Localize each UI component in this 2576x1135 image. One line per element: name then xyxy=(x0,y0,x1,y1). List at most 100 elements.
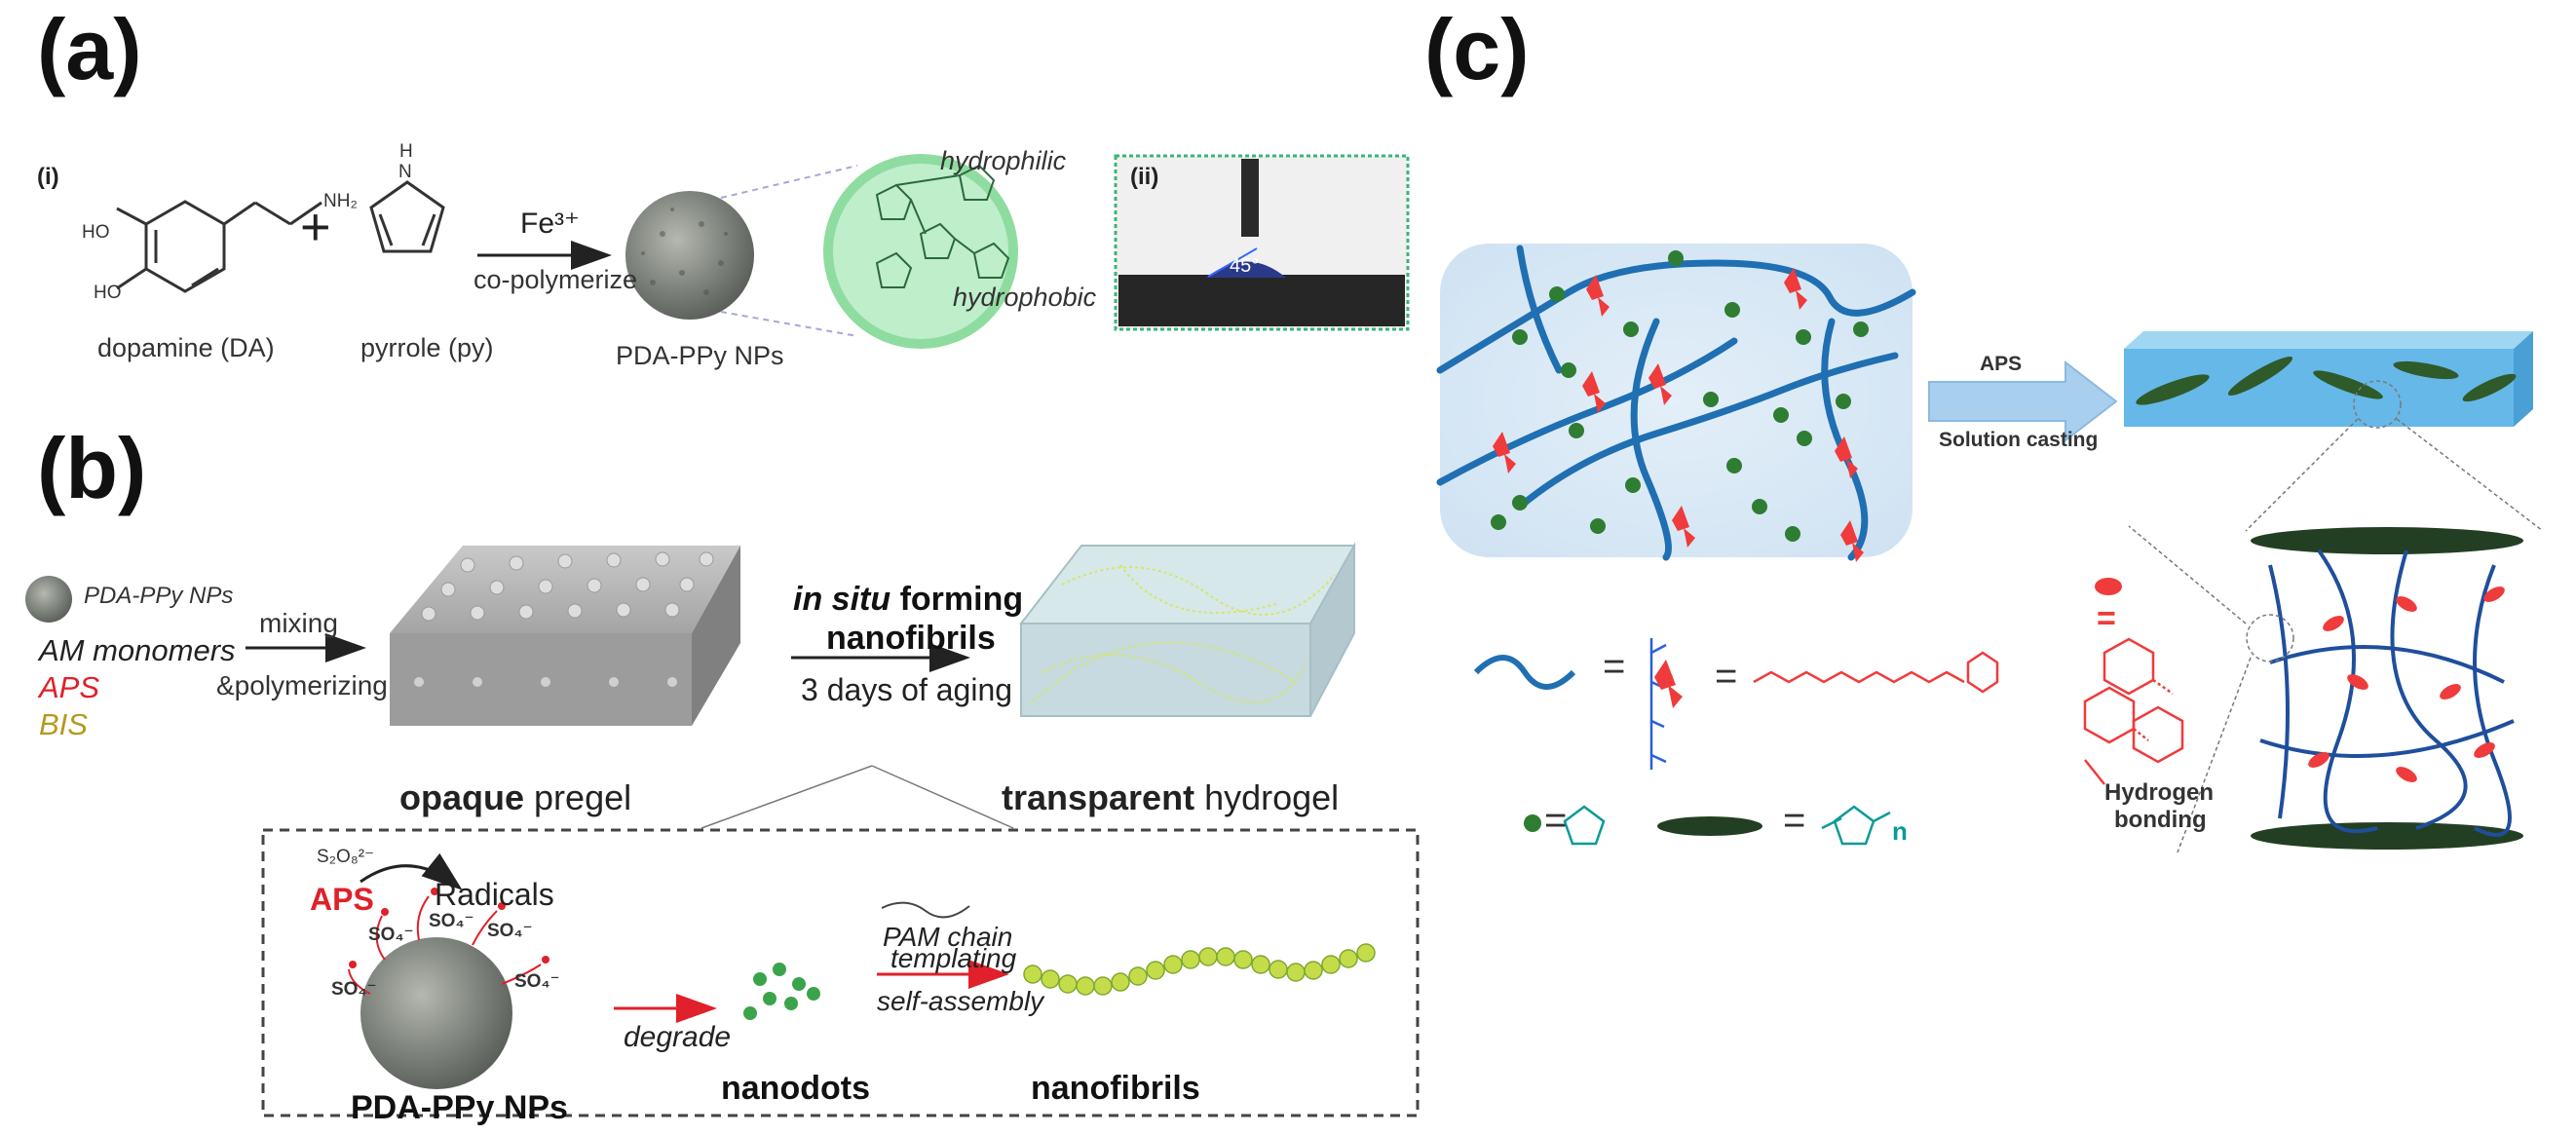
legend-blue-chain xyxy=(1473,655,1576,690)
radical-dots xyxy=(349,888,549,968)
film-fibrils xyxy=(2136,357,2517,405)
so4-label-1: SO₄⁻ xyxy=(429,911,474,931)
panel-b xyxy=(25,542,1420,1117)
so4-label-2: SO₄⁻ xyxy=(368,925,414,945)
fe-label: Fe³⁺ xyxy=(520,208,580,240)
nanofibrils-label: nanofibrils xyxy=(1031,1070,1200,1107)
legend-np-icon xyxy=(25,576,72,623)
so4-label-4: SO₄⁻ xyxy=(514,971,560,992)
mechanism-inset xyxy=(261,828,1420,1117)
templating-label: templating xyxy=(890,943,1017,973)
legend-green-dot xyxy=(1524,814,1541,832)
zoom-circle-top xyxy=(2353,380,2402,429)
pam-chain-label: PAM chain xyxy=(883,922,1013,952)
legend-np-label: PDA-PPy NPs xyxy=(84,583,234,609)
inner-np-sphere xyxy=(360,937,512,1089)
pam-chain xyxy=(881,901,970,919)
legend-red-motif xyxy=(1654,660,1683,708)
self-assembly-label: self-assembly xyxy=(877,986,1044,1016)
equals-chain: = xyxy=(1603,645,1626,688)
equals-hbond: = xyxy=(2097,600,2116,637)
transparent-label: transparent xyxy=(1002,777,1195,817)
nanofibrils-title: nanofibrils xyxy=(826,620,996,657)
opaque-pregel-slab xyxy=(390,546,740,726)
s2o8-label: S₂O₈²⁻ xyxy=(317,847,375,867)
inner-np-label: PDA-PPy NPs xyxy=(351,1089,568,1126)
radical-arrow xyxy=(360,852,463,890)
zoom-circle-network xyxy=(2246,614,2294,662)
dopamine-label: dopamine (DA) xyxy=(97,333,275,362)
equals-motif: = xyxy=(1715,655,1738,698)
red-motifs xyxy=(1493,268,1864,562)
pyrrole-n: N xyxy=(398,162,412,182)
copolymerize-label: co-polymerize xyxy=(474,265,638,294)
pregel-bumps xyxy=(421,551,714,622)
legend-pyrrole-structure xyxy=(1563,805,1606,846)
panel-c-label: (c) xyxy=(1424,1,1530,97)
legend-ppy-structure xyxy=(1821,805,1891,846)
hbond-label-2: bonding xyxy=(2114,807,2207,833)
opaque-label: opaque xyxy=(399,777,525,817)
pyrrole-label: pyrrole (py) xyxy=(360,333,494,362)
insitu-label: in situ xyxy=(793,581,891,618)
sub-label-ii: (ii) xyxy=(1130,164,1159,190)
amphiphilic-halo xyxy=(823,154,1018,349)
bis-label: BIS xyxy=(39,707,88,741)
np-speckle xyxy=(641,208,728,295)
inner-aps-label: APS xyxy=(310,882,374,917)
so4-label-5: SO₄⁻ xyxy=(331,979,377,1000)
ppy-n-subscript: n xyxy=(1892,816,1908,846)
panel-c xyxy=(1436,244,2544,853)
np-label: PDA-PPy NPs xyxy=(616,341,784,370)
solution-casting-label: Solution casting xyxy=(1939,429,2099,451)
plus-sign: + xyxy=(300,198,331,256)
contact-angle-value: 45° xyxy=(1230,255,1260,277)
panel-a-label: (a) xyxy=(37,1,142,97)
legend-red-structure xyxy=(1753,651,1999,694)
so4-label-3: SO₄⁻ xyxy=(487,921,533,941)
equals-monomer: = xyxy=(1544,799,1568,842)
ho-lower: HO xyxy=(94,283,122,303)
np-tethers xyxy=(348,895,542,995)
nanofibrils-chain xyxy=(1023,943,1376,996)
radicals-label: Radicals xyxy=(435,877,554,912)
network-zoom xyxy=(2246,527,2523,850)
polymerizing-label: &polymerizing xyxy=(216,670,388,700)
hydrogel-label: hydrogel xyxy=(1204,777,1340,817)
mixing-label: mixing xyxy=(259,608,338,638)
nh2-label: NH₂ xyxy=(323,191,358,211)
dopamine-structure xyxy=(116,200,322,293)
legend-green-fibril xyxy=(1657,816,1762,836)
aps-label: APS xyxy=(39,670,100,704)
am-monomers-label: AM monomers xyxy=(39,633,236,667)
droplet xyxy=(1206,261,1286,278)
pda-ppy-np-sphere xyxy=(625,191,754,320)
transparent-hydrogel-slab xyxy=(1018,542,1356,717)
pregel-label: pregel xyxy=(534,777,632,817)
nanodots-label: nanodots xyxy=(721,1070,870,1107)
ho-upper: HO xyxy=(82,222,110,243)
forming-label: forming xyxy=(899,581,1024,618)
halo-structures xyxy=(875,164,1010,288)
degrade-label: degrade xyxy=(624,1021,732,1053)
aging-label: 3 days of aging xyxy=(801,672,1013,707)
pregel-side-dots xyxy=(414,677,677,687)
hydrophilic-label: hydrophilic xyxy=(940,146,1067,175)
green-monomers xyxy=(1491,250,1869,542)
panel-b-label: (b) xyxy=(37,420,147,516)
equals-fibril: = xyxy=(1783,799,1806,842)
hbond-label-1: Hydrogen xyxy=(2104,779,2215,806)
panel-a xyxy=(116,154,1410,349)
pyrrole-structure xyxy=(369,180,445,253)
aps-arrow-label: APS xyxy=(1980,353,2023,375)
sub-label-i: (i) xyxy=(37,164,59,190)
pyrrole-h: H xyxy=(399,141,413,162)
needle xyxy=(1241,159,1259,237)
legend-chain-structure xyxy=(1649,638,1667,770)
hydrophobic-label: hydrophobic xyxy=(953,283,1097,312)
hbond-red-motif xyxy=(2095,578,2122,595)
nanodots xyxy=(743,963,820,1020)
aps-arrow xyxy=(1928,359,2118,443)
hbond-structure xyxy=(2083,637,2184,785)
